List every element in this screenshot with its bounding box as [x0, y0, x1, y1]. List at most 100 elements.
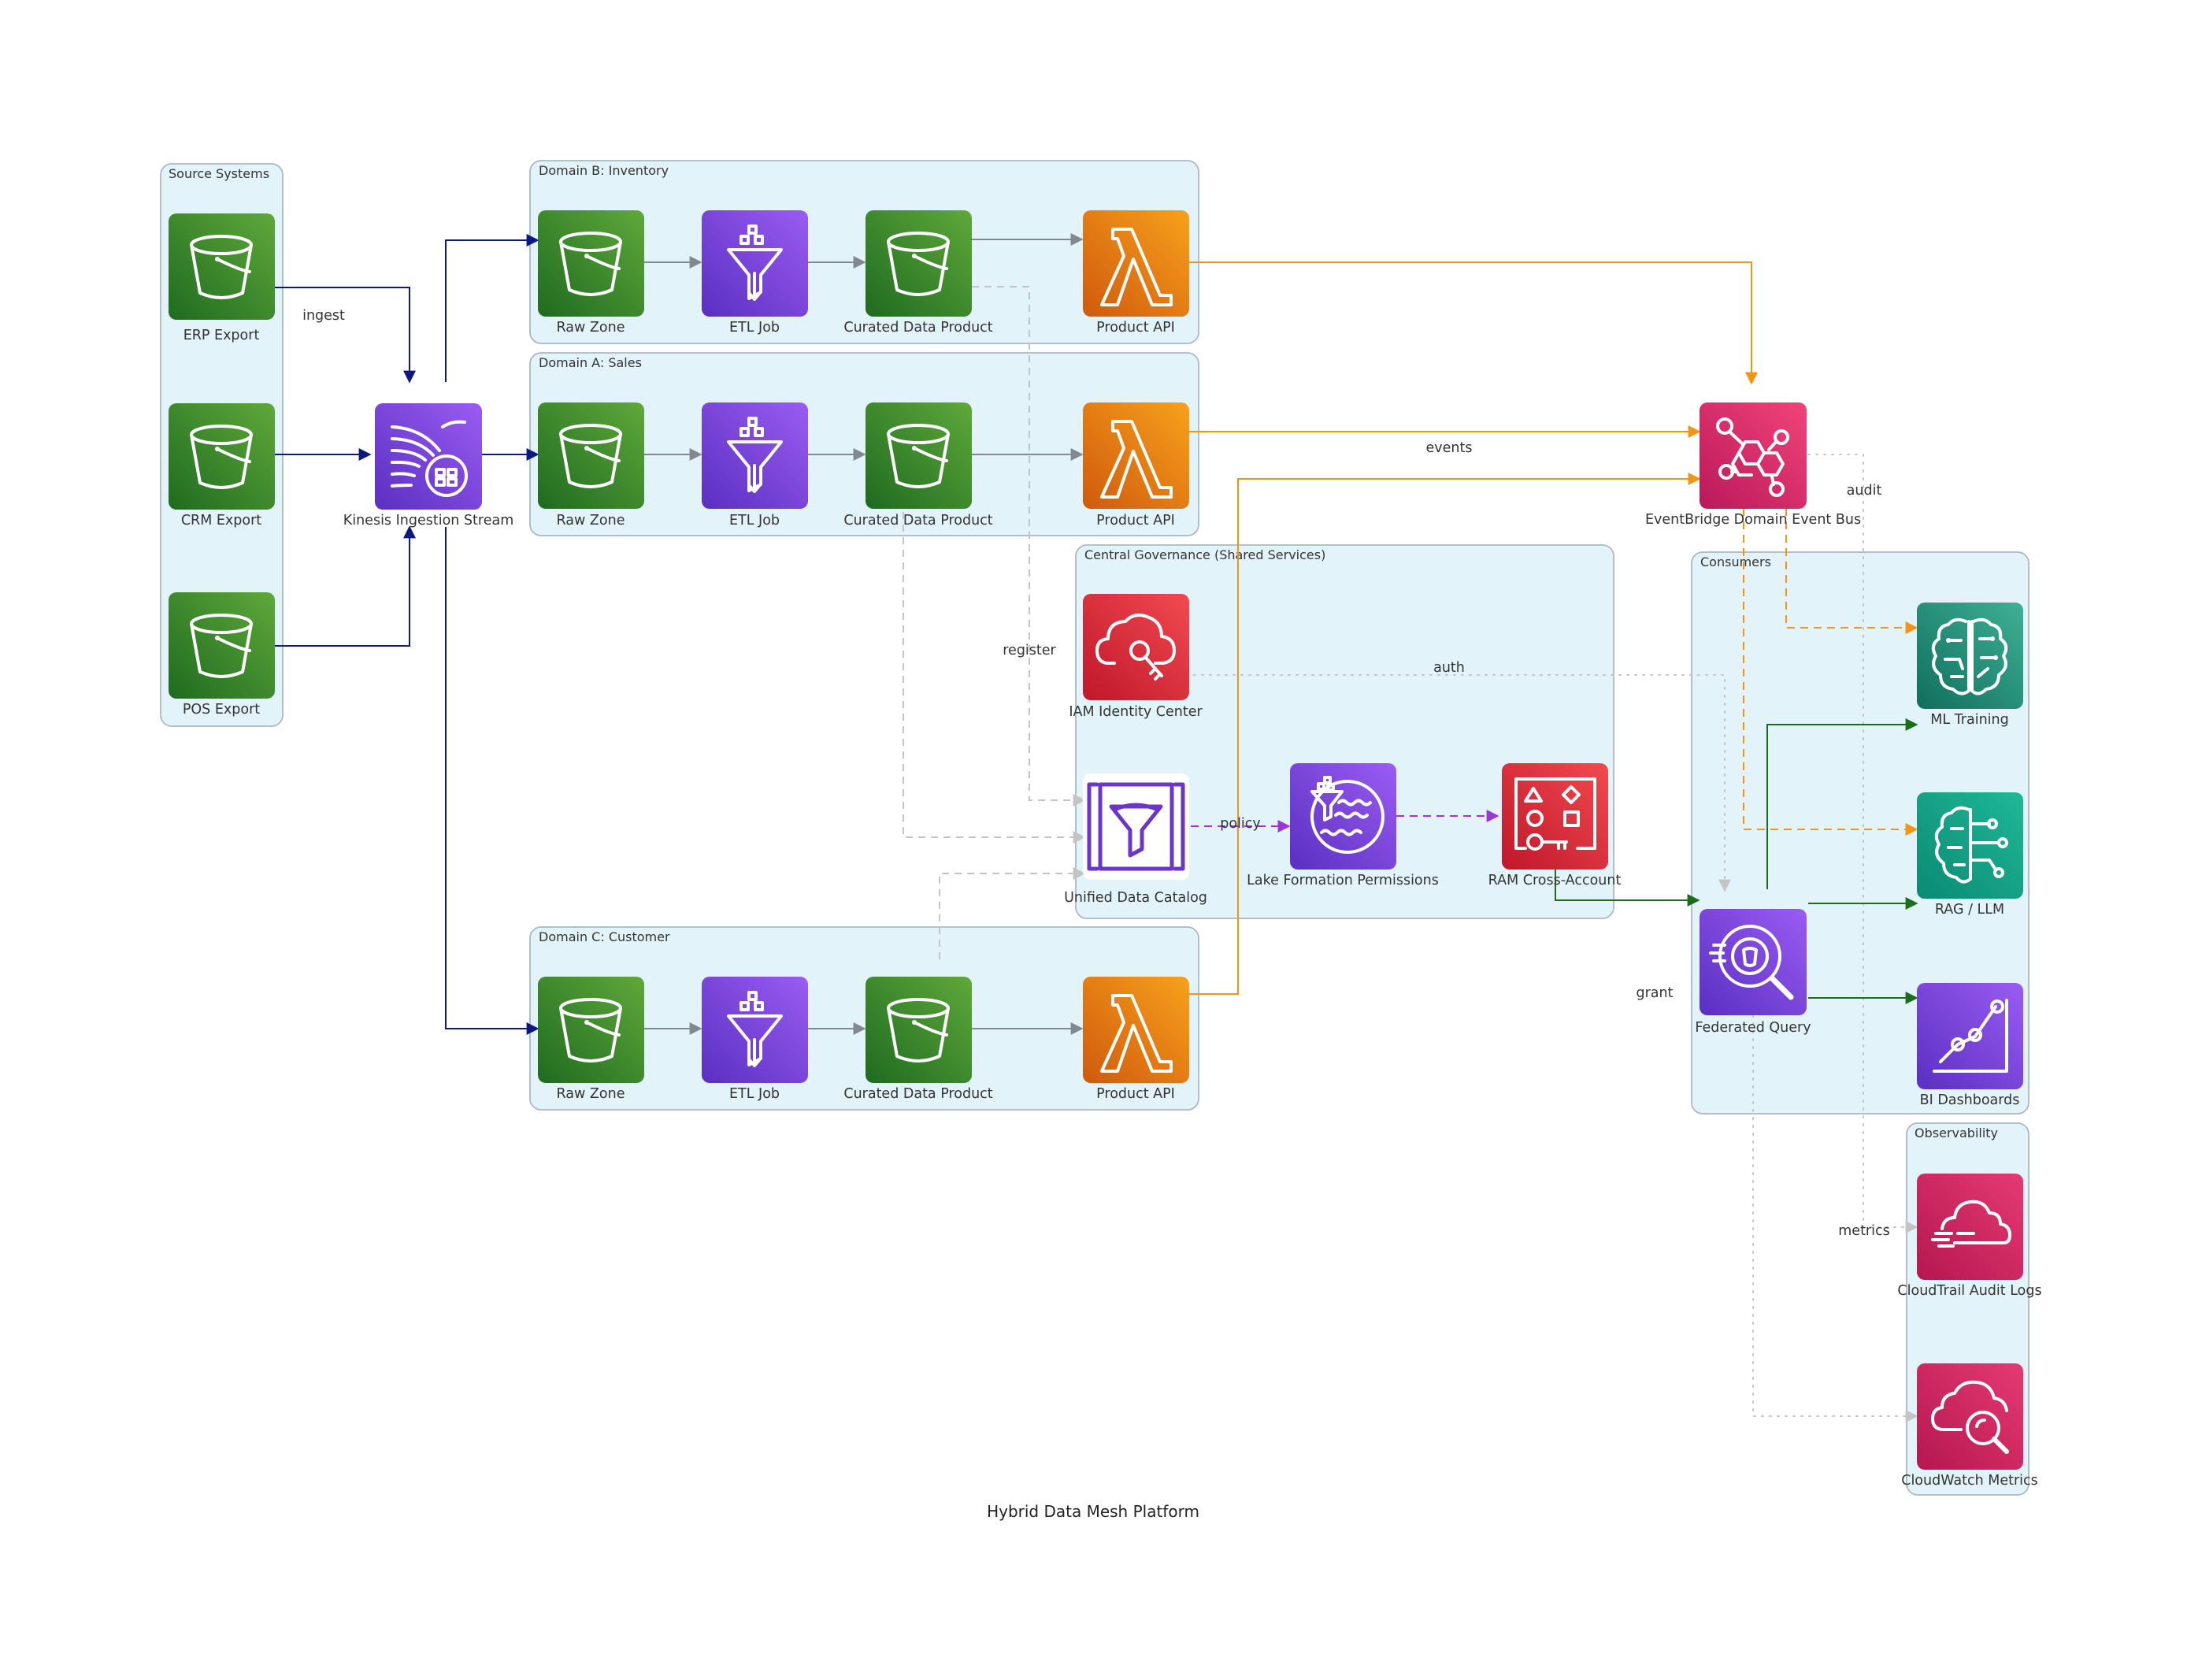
lambda-icon	[1100, 228, 1173, 306]
node-label: CRM Export	[181, 513, 261, 528]
s3-bucket-icon	[559, 998, 622, 1063]
cluster-central-governance: Central Governance (Shared Services)	[1075, 544, 1614, 919]
lambda-icon	[1100, 420, 1173, 499]
edge-label-auth: auth	[1433, 660, 1465, 676]
node-unified-data-catalog[interactable]: Unified Data Catalog	[1064, 773, 1207, 906]
node-label: CloudWatch Metrics	[1901, 1473, 2038, 1489]
node-domain-a-raw-zone[interactable]: Raw Zone	[538, 402, 644, 528]
node-iam-identity-center[interactable]: IAM Identity Center	[1069, 594, 1203, 720]
node-label: ERP Export	[183, 328, 260, 343]
node-label: EventBridge Domain Event Bus	[1645, 512, 1861, 528]
edge-kinesis-to-domain-b-raw	[445, 234, 539, 382]
node-label: RAG / LLM	[1935, 902, 2004, 918]
node-label: Product API	[1096, 1086, 1175, 1102]
node-domain-c-raw-zone[interactable]: Raw Zone	[538, 977, 644, 1102]
node-label: Kinesis Ingestion Stream	[343, 513, 514, 528]
lambda-icon	[1100, 994, 1173, 1073]
edge-erp-to-kinesis	[275, 287, 416, 384]
cluster-label: Domain C: Customer	[539, 929, 670, 944]
node-kinesis-ingestion-stream[interactable]: Kinesis Ingestion Stream	[343, 403, 514, 528]
node-cloudwatch-metrics[interactable]: CloudWatch Metrics	[1901, 1363, 2038, 1489]
edges-policy	[1191, 810, 1499, 833]
s3-bucket-icon	[887, 998, 950, 1063]
s3-bucket-icon	[559, 232, 622, 296]
edge-federated-query-to-cloudwatch	[1752, 1014, 1918, 1422]
dashboard-chart-icon	[1933, 999, 2008, 1073]
cluster-label: Observability	[1915, 1126, 1998, 1140]
node-label: Product API	[1096, 513, 1175, 528]
node-domain-c-etl-job[interactable]: ETL Job	[702, 977, 808, 1102]
node-ml-training[interactable]: ML Training	[1917, 603, 2023, 728]
edge-eventbus-to-ml	[1785, 508, 1918, 634]
s3-bucket-icon	[190, 235, 253, 299]
cluster-label: Domain A: Sales	[539, 355, 642, 370]
eventbridge-icon	[1716, 417, 1789, 497]
edges-events-dashed	[1743, 508, 1918, 836]
edge-federated-query-to-ml	[1766, 718, 1918, 889]
node-cloudtrail-audit-logs[interactable]: CloudTrail Audit Logs	[1897, 1174, 2042, 1299]
edge-c-curated-to-catalog	[939, 867, 1086, 959]
node-domain-b-etl-job[interactable]: ETL Job	[702, 210, 808, 336]
edge-label-metrics: metrics	[1838, 1223, 1889, 1239]
node-domain-c-product-api[interactable]: Product API	[1083, 977, 1189, 1102]
node-label: Federated Query	[1695, 1020, 1811, 1036]
node-label: ETL Job	[729, 513, 780, 528]
node-label: Raw Zone	[557, 320, 625, 336]
cluster-domain-b-inventory: Domain B: Inventory	[529, 160, 1199, 344]
node-eventbridge-domain-event-bus[interactable]: EventBridge Domain Event Bus	[1645, 402, 1861, 528]
edge-pos-to-kinesis	[275, 525, 416, 647]
edge-label-events: events	[1426, 440, 1473, 456]
node-label: BI Dashboards	[1920, 1092, 2020, 1108]
etl-funnel-icon	[727, 417, 783, 493]
node-domain-a-etl-job[interactable]: ETL Job	[702, 402, 808, 528]
edge-b-api-to-eventbus	[1189, 261, 1758, 385]
etl-funnel-icon	[727, 991, 783, 1067]
node-lake-formation-permissions[interactable]: Lake Formation Permissions	[1247, 763, 1439, 888]
cloudwatch-icon	[1931, 1380, 2009, 1454]
node-erp-export[interactable]: ERP Export	[169, 213, 275, 343]
node-label: Curated Data Product	[843, 1086, 992, 1102]
nodes: ERP Export CRM Export	[169, 210, 2042, 1489]
edge-label-grant: grant	[1637, 985, 1674, 1001]
cluster-label: Central Governance (Shared Services)	[1084, 547, 1325, 562]
athena-query-icon	[1709, 925, 1794, 1000]
cluster-domain-c-customer: Domain C: Customer	[529, 926, 1199, 1111]
node-federated-query[interactable]: Federated Query	[1695, 909, 1811, 1036]
cluster-label: Consumers	[1700, 554, 1771, 569]
cloudtrail-icon	[1931, 1200, 2011, 1248]
node-domain-a-product-api[interactable]: Product API	[1083, 402, 1189, 528]
node-label: Raw Zone	[557, 513, 625, 528]
edge-a-curated-to-catalog	[903, 512, 1086, 844]
edge-label-register: register	[1003, 643, 1056, 658]
node-label: IAM Identity Center	[1069, 704, 1203, 720]
edge-eventbus-to-cloudtrail	[1807, 454, 1918, 1233]
edges-ingest	[275, 234, 539, 1035]
node-ram-cross-account[interactable]: RAM Cross-Account	[1488, 763, 1622, 888]
node-domain-a-curated-data-product[interactable]: Curated Data Product	[843, 402, 993, 528]
edge-label-ingest: ingest	[302, 308, 345, 324]
node-bi-dashboards[interactable]: BI Dashboards	[1917, 983, 2023, 1108]
node-pos-export[interactable]: POS Export	[169, 592, 275, 718]
edge-b-curated-to-catalog	[972, 286, 1086, 807]
s3-bucket-icon	[190, 425, 253, 489]
s3-bucket-icon	[559, 424, 622, 488]
edges-auth-audit	[1193, 454, 1918, 1422]
identity-cloud-key-icon	[1095, 613, 1176, 681]
node-domain-b-curated-data-product[interactable]: Curated Data Product	[843, 210, 993, 336]
node-domain-b-product-api[interactable]: Product API	[1083, 210, 1189, 336]
s3-bucket-icon	[190, 614, 253, 678]
node-label: Curated Data Product	[843, 513, 992, 528]
node-label: ETL Job	[729, 320, 780, 336]
node-label: POS Export	[183, 702, 260, 718]
edge-labels: ingest events register policy auth grant…	[302, 308, 1890, 1239]
edge-kinesis-to-domain-c-raw	[445, 527, 539, 1035]
node-domain-c-curated-data-product[interactable]: Curated Data Product	[843, 977, 993, 1102]
edge-c-api-to-eventbus	[1189, 473, 1701, 995]
edge-ram-to-federated-query	[1555, 869, 1700, 907]
node-crm-export[interactable]: CRM Export	[169, 403, 275, 528]
llm-circuit-icon	[1934, 806, 2008, 884]
node-domain-b-raw-zone[interactable]: Raw Zone	[538, 210, 644, 336]
node-rag-llm[interactable]: RAG / LLM	[1917, 792, 2023, 918]
